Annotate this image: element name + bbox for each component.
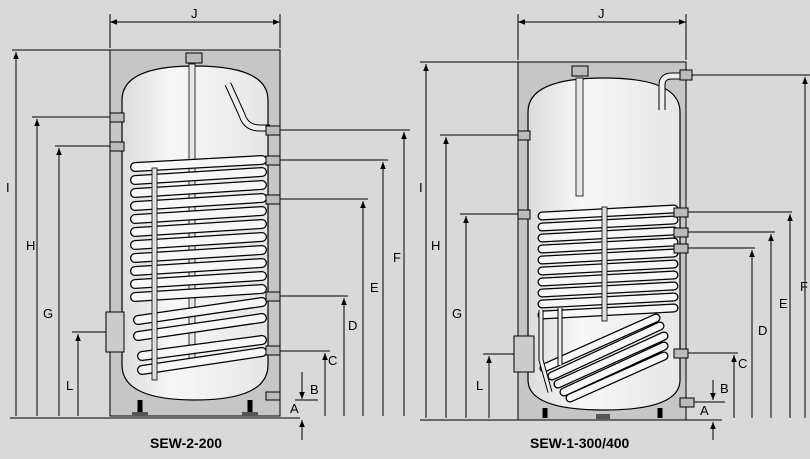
connection-c (673, 348, 689, 359)
feet (137, 400, 253, 414)
connection-h (109, 112, 125, 123)
connection-sensor (673, 243, 689, 254)
connection-e (673, 227, 689, 238)
label-l: L (476, 378, 483, 393)
connection-c (265, 345, 281, 356)
flange-l (105, 311, 125, 353)
tank-sew-1-300-400 (420, 61, 722, 421)
connection-g (517, 209, 531, 220)
label-i: I (6, 180, 10, 195)
connection-sensor (265, 194, 281, 205)
connection-h (517, 130, 531, 141)
label-c: C (738, 356, 747, 371)
top-connection (185, 52, 203, 64)
tank-sew-2-200 (10, 49, 300, 419)
label-j: J (191, 6, 198, 21)
label-i: I (419, 180, 423, 195)
connection-f (673, 207, 689, 218)
label-l: L (66, 378, 73, 393)
connection-d (265, 291, 281, 302)
connection-e (265, 155, 281, 166)
connection-a (679, 397, 695, 408)
label-d: D (758, 323, 767, 338)
connection-a (265, 391, 281, 401)
label-g: G (43, 306, 53, 321)
caption-sew-1-300-400: SEW-1-300/400 (530, 435, 630, 451)
label-f: F (800, 279, 808, 294)
label-j: J (598, 6, 605, 21)
coil-rod (151, 167, 158, 381)
upper-heating-coil (537, 204, 679, 320)
label-e: E (370, 280, 379, 295)
connection-f (265, 125, 281, 136)
dip-tube (575, 77, 584, 197)
label-a: A (700, 403, 709, 418)
label-b: B (720, 381, 729, 396)
feet (542, 408, 663, 418)
dimensions-sew-1-300-400 (420, 14, 810, 440)
dimensions-sew-2-200 (12, 14, 410, 440)
dimension-labels-sew-2-200: J I H G L F E D C B A SEW-2-200 (6, 6, 401, 451)
connection-i (679, 69, 693, 81)
label-b: B (310, 382, 319, 397)
label-a: A (290, 401, 299, 416)
upper-coil-rod (601, 206, 608, 322)
flange-l (513, 335, 535, 373)
dimension-labels-sew-1-300-400: J I H G L F E D C B A SEW-1-300/400 (419, 6, 808, 451)
label-h: H (26, 238, 35, 253)
label-e: E (779, 296, 788, 311)
label-c: C (328, 353, 337, 368)
lower-heating-coil (539, 313, 669, 403)
label-f: F (393, 250, 401, 265)
label-h: H (431, 238, 440, 253)
caption-sew-2-200: SEW-2-200 (150, 435, 222, 451)
heating-coil (130, 155, 267, 375)
top-connection (571, 65, 589, 77)
label-g: G (452, 306, 462, 321)
connection-g (109, 141, 125, 152)
label-d: D (348, 318, 357, 333)
